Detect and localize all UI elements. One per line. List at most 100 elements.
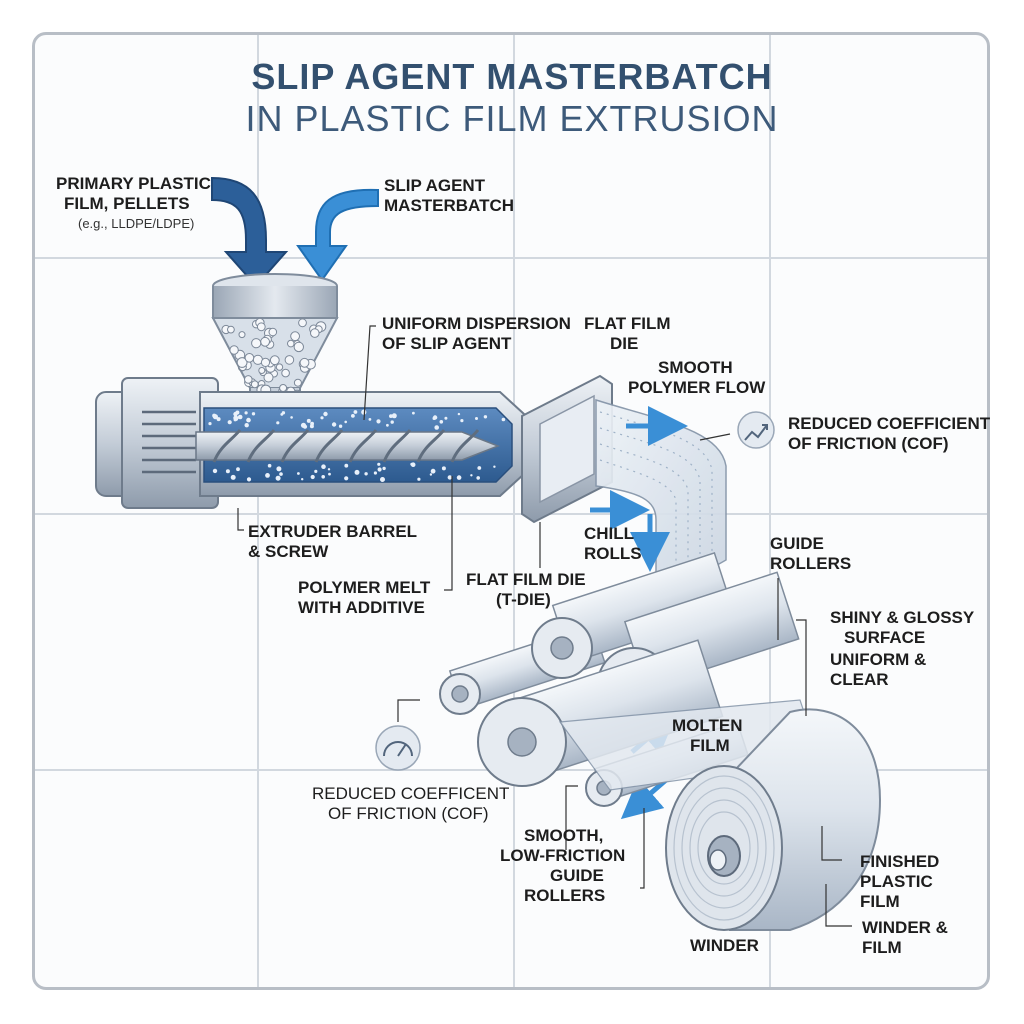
hopper — [211, 273, 339, 401]
label-chill-1: CHILL — [584, 524, 635, 543]
additive-particle — [434, 425, 440, 430]
additive-particle — [354, 469, 360, 475]
label-shiny-1: SHINY & GLOSSY — [830, 608, 975, 627]
label-chill-2: ROLLS — [584, 544, 642, 563]
additive-particle — [275, 475, 281, 481]
pellet — [293, 341, 304, 353]
grid-line — [769, 35, 771, 987]
label-dispersion-1: UNIFORM DISPERSION — [382, 314, 571, 333]
additive-particle — [412, 411, 415, 415]
additive-particles — [208, 409, 506, 482]
pellet — [244, 375, 253, 384]
additive-particle — [279, 472, 283, 476]
additive-particle — [230, 474, 236, 480]
additive-particle — [410, 462, 416, 468]
pellet — [268, 327, 278, 337]
screw-flight — [212, 429, 242, 463]
label-masterbatch-1: SLIP AGENT — [384, 176, 486, 195]
leader-lines — [237, 325, 852, 927]
additive-particle — [320, 416, 324, 420]
label-smooth-flow-1: SMOOTH — [658, 358, 733, 377]
additive-particle — [310, 421, 314, 426]
additive-particle — [389, 414, 393, 418]
pellet — [238, 331, 246, 339]
diagram-subtitle: IN PLASTIC FILM EXTRUSION — [245, 98, 779, 139]
chill-roll-large — [477, 639, 724, 787]
additive-particle — [483, 415, 488, 419]
additive-particle — [430, 468, 436, 474]
additive-particle — [344, 463, 349, 468]
additive-particle — [237, 414, 243, 420]
pellet — [244, 353, 255, 363]
additive-particle — [353, 410, 358, 414]
label-barrel-2: & SCREW — [248, 542, 329, 561]
additive-particle — [244, 423, 249, 428]
additive-particle — [344, 420, 348, 424]
pellet — [279, 384, 288, 392]
label-flat-die-top-2: DIE — [610, 334, 639, 353]
additive-particle — [364, 472, 368, 476]
additive-particle — [417, 477, 421, 481]
extruder-screw — [195, 429, 501, 463]
pellet — [229, 345, 239, 355]
screw-flight — [450, 429, 480, 463]
additive-particle — [493, 465, 496, 468]
label-winder-film-2: FILM — [862, 938, 902, 957]
additive-particle — [441, 466, 446, 471]
additive-particle — [310, 474, 315, 480]
screw-flight — [348, 429, 378, 463]
additive-particle — [501, 417, 506, 422]
additive-particle — [391, 413, 397, 419]
pellet — [269, 355, 280, 366]
winder-roll — [665, 708, 882, 931]
additive-particle — [386, 423, 389, 427]
gauge-icon — [375, 725, 421, 771]
label-molten-2: FILM — [690, 736, 730, 755]
additive-particle — [267, 463, 272, 468]
additive-particle — [323, 411, 328, 417]
label-melt-1: POLYMER MELT — [298, 578, 431, 597]
diagram-title: SLIP AGENT MASTERBATCH — [251, 56, 773, 97]
label-winder: WINDER — [690, 936, 759, 955]
additive-particle — [444, 416, 448, 420]
additive-particle — [457, 412, 461, 416]
pellet-input-arrow — [211, 176, 289, 288]
label-primary-pellets-1: PRIMARY PLASTIC — [56, 174, 211, 193]
additive-particle — [390, 420, 394, 424]
additive-particle — [475, 417, 478, 420]
additive-particle — [225, 469, 230, 474]
chart-trend-icon — [737, 411, 775, 449]
additive-particle — [429, 473, 433, 476]
pellet — [227, 325, 235, 334]
pellet — [251, 338, 262, 349]
label-dispersion-2: OF SLIP AGENT — [382, 334, 512, 353]
label-shiny-2: SURFACE — [844, 628, 926, 647]
additive-particle — [373, 471, 377, 475]
additive-particle — [351, 414, 355, 418]
pellet — [293, 378, 302, 387]
additive-particle — [377, 462, 381, 466]
screw-flight — [416, 429, 446, 463]
label-primary-pellets-2: FILM, PELLETS — [64, 194, 190, 213]
additive-particle — [327, 468, 331, 471]
additive-particle — [265, 473, 270, 478]
additive-particle — [301, 478, 304, 481]
pellet — [250, 380, 259, 389]
label-smooth-rollers-2: LOW-FRICTION — [500, 846, 626, 865]
additive-particle — [297, 472, 300, 475]
grid-line — [35, 513, 987, 515]
pellet — [287, 339, 295, 348]
additive-particle — [300, 422, 307, 428]
label-cof-left-1: REDUCED COEFFICENT — [312, 784, 510, 803]
pellet — [260, 336, 271, 347]
label-guide-1: GUIDE — [770, 534, 824, 553]
additive-particle — [276, 421, 280, 425]
diagram-frame — [32, 32, 990, 990]
pellet — [290, 331, 301, 342]
screw-flight — [246, 429, 276, 463]
grid-line — [513, 35, 515, 987]
additive-particle — [344, 476, 349, 481]
additive-particle — [276, 466, 282, 472]
additive-particle — [477, 466, 482, 470]
masterbatch-input-arrow — [296, 188, 379, 282]
